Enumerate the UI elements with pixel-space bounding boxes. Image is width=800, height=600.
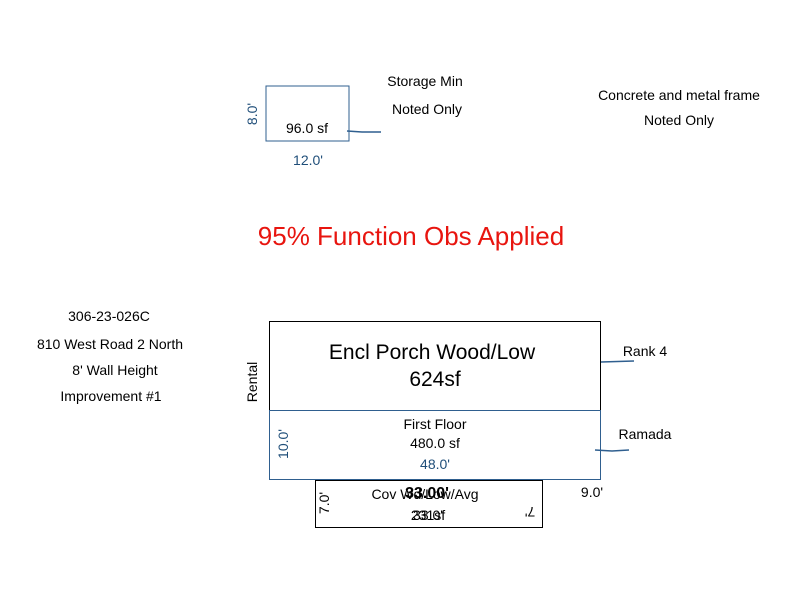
covered-left-label: 7.0' bbox=[316, 492, 332, 514]
covered-right-label: 7' bbox=[525, 504, 535, 520]
parcel-id: 306-23-026C bbox=[68, 308, 150, 324]
porch-outline bbox=[269, 321, 601, 411]
storage-outline bbox=[265, 85, 350, 142]
porch-callout: Rank 4 bbox=[623, 343, 668, 359]
covered-area: 33.00' Cov Wd/Low/Avg 33.0' 231sf 7.0' 7… bbox=[315, 480, 543, 528]
function-obs-banner: 95% Function Obs Applied bbox=[258, 221, 564, 251]
porch-leader-line bbox=[600, 360, 635, 363]
storage-height-label: 8.0' bbox=[244, 103, 260, 125]
covered-overlay-area: 33.0' bbox=[413, 507, 443, 523]
wall-height: 8' Wall Height bbox=[72, 362, 158, 378]
storage-area: 96.0 sf bbox=[286, 120, 328, 136]
porch-label: Encl Porch Wood/Low bbox=[329, 341, 536, 364]
frame-note-line2: Noted Only bbox=[644, 112, 714, 128]
covered-outline bbox=[315, 480, 543, 528]
frame-note-line1: Concrete and metal frame bbox=[598, 87, 760, 103]
first-floor-width-label: 48.0' bbox=[420, 456, 450, 472]
porch-area: Encl Porch Wood/Low 624sf Rental bbox=[244, 321, 635, 411]
storage-note: Noted Only bbox=[392, 101, 462, 117]
storage-leader-line bbox=[346, 130, 381, 133]
storage-building: 96.0 sf 12.0' 8.0' bbox=[244, 85, 381, 168]
first-floor-label: First Floor bbox=[404, 416, 467, 432]
porch-side-label: Rental bbox=[244, 362, 260, 402]
covered-area-value: 231sf bbox=[411, 507, 445, 523]
first-floor-area-value: 480.0 sf bbox=[410, 435, 460, 451]
first-floor-outline bbox=[269, 410, 601, 480]
first-floor-callout: Ramada bbox=[619, 426, 672, 442]
improvement-number: Improvement #1 bbox=[60, 388, 161, 404]
covered-overlay-dimension: 33.00' bbox=[405, 485, 449, 502]
first-floor-offset-label: 9.0' bbox=[581, 484, 603, 500]
covered-label: Cov Wd/Low/Avg bbox=[371, 486, 478, 502]
first-floor-leader-line bbox=[594, 449, 630, 452]
storage-width-label: 12.0' bbox=[293, 152, 323, 168]
first-floor-height-label: 10.0' bbox=[275, 429, 291, 459]
first-floor-area: First Floor 480.0 sf 48.0' 10.0' bbox=[269, 410, 630, 480]
porch-area-value: 624sf bbox=[409, 368, 461, 391]
parcel-address: 810 West Road 2 North bbox=[37, 336, 183, 352]
storage-title: Storage Min bbox=[387, 73, 462, 89]
